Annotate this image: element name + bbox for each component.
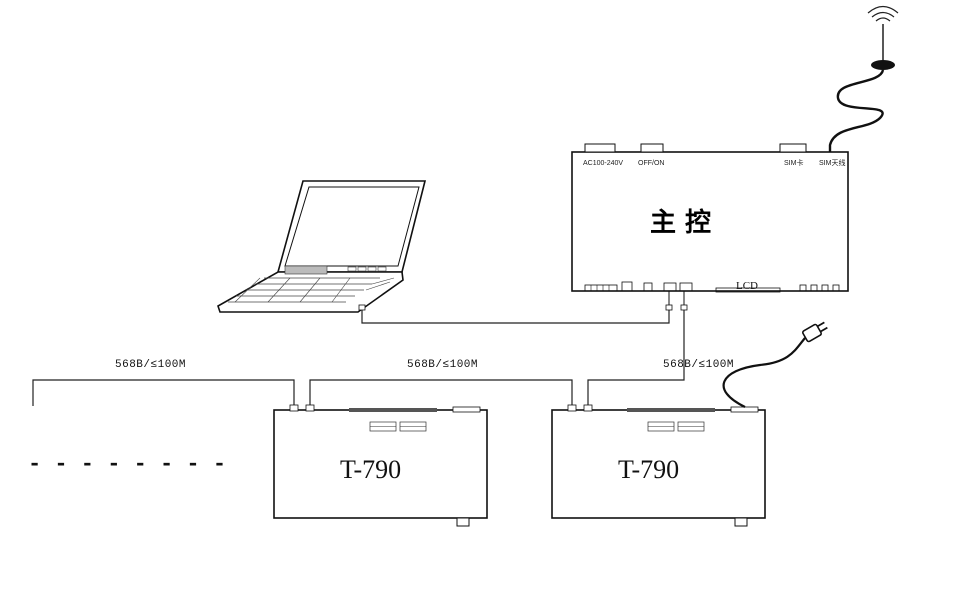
laptop-controller-cable [358,291,688,324]
receiver-chain-cable [309,379,573,405]
receiver-left: T-790 [273,404,488,527]
sim-card-label: SIM卡 [784,158,803,167]
cable-label-2: 568B/≤100M [407,359,478,371]
power-input-label: AC100-240V [583,160,623,167]
power-plug-icon [722,321,828,408]
continuation-dashes: - - - - - - - - [28,452,226,477]
continuation-cable [32,379,295,406]
laptop-icon [217,180,427,313]
power-switch-label: OFF/ON [638,160,664,167]
receiver-right-model: T-790 [618,455,679,484]
antenna-icon [828,5,899,152]
receiver-left-model: T-790 [340,455,401,484]
lcd-label: LCD [736,280,758,292]
sim-antenna-label: SIM天线 [819,158,845,167]
cable-label-1: 568B/≤100M [115,359,186,371]
controller-bottom-ports: LCD [584,280,840,293]
controller-title: 主 控 [650,208,711,238]
main-controller: AC100-240V OFF/ON SIM卡 SIM天线 主 控 LCD [571,143,849,293]
receiver-right: T-790 [551,404,766,527]
controller-receiver-cable [587,310,685,405]
cable-label-3: 568B/≤100M [663,359,734,371]
